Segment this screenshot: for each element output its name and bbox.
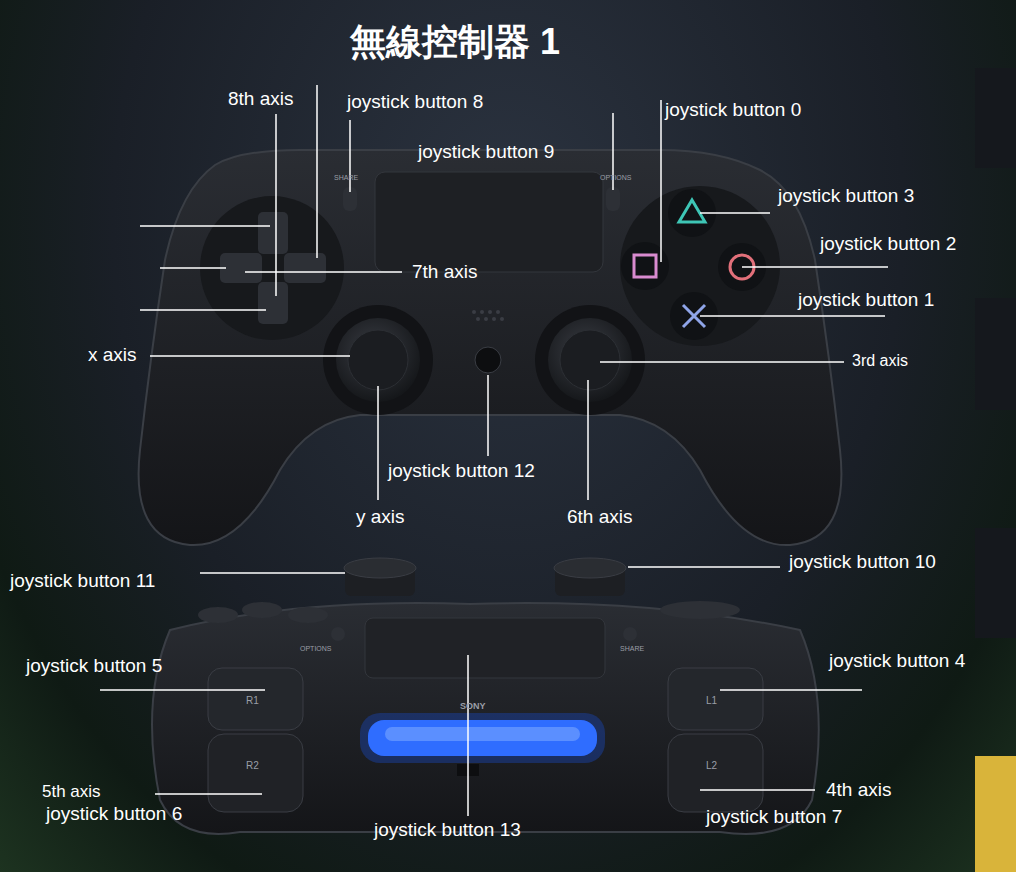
device-marking: OPTIONS bbox=[600, 174, 632, 182]
device-marking: R2 bbox=[246, 760, 259, 771]
button-label: joystick button 12 bbox=[388, 461, 535, 482]
device-marking: L1 bbox=[706, 695, 717, 706]
axis-label: 6th axis bbox=[567, 507, 632, 528]
device-marking: OPTIONS bbox=[300, 645, 332, 653]
axis-label: 8th axis bbox=[228, 89, 293, 110]
axis-label: x axis bbox=[88, 345, 137, 366]
button-label: joystick button 10 bbox=[789, 552, 936, 573]
leader-lines bbox=[100, 85, 888, 816]
button-label: joystick button 8 bbox=[347, 92, 483, 113]
device-marking: L2 bbox=[706, 760, 717, 771]
diagram-title: 無線控制器 1 bbox=[350, 22, 560, 62]
device-marking: R1 bbox=[246, 695, 259, 706]
button-label: joystick button 11 bbox=[10, 571, 155, 592]
button-label: joystick button 13 bbox=[374, 820, 521, 841]
button-label: joystick button 0 bbox=[665, 100, 801, 121]
axis-label: 5th axis bbox=[42, 783, 101, 802]
button-label: joystick button 2 bbox=[820, 234, 956, 255]
button-label: joystick button 1 bbox=[798, 290, 934, 311]
axis-label: y axis bbox=[356, 507, 405, 528]
device-marking: SHARE bbox=[334, 174, 358, 182]
axis-label: 7th axis bbox=[412, 262, 477, 283]
button-label: joystick button 3 bbox=[778, 186, 914, 207]
axis-label: 3rd axis bbox=[852, 352, 908, 370]
button-label: joystick button 4 bbox=[829, 651, 965, 672]
button-label: joystick button 7 bbox=[706, 807, 842, 828]
axis-label: 4th axis bbox=[826, 780, 891, 801]
button-label: joystick button 9 bbox=[418, 142, 554, 163]
device-marking: SHARE bbox=[620, 645, 644, 653]
button-label: joystick button 6 bbox=[46, 804, 182, 825]
button-label: joystick button 5 bbox=[26, 656, 162, 677]
brand-marking: SONY bbox=[460, 702, 486, 712]
